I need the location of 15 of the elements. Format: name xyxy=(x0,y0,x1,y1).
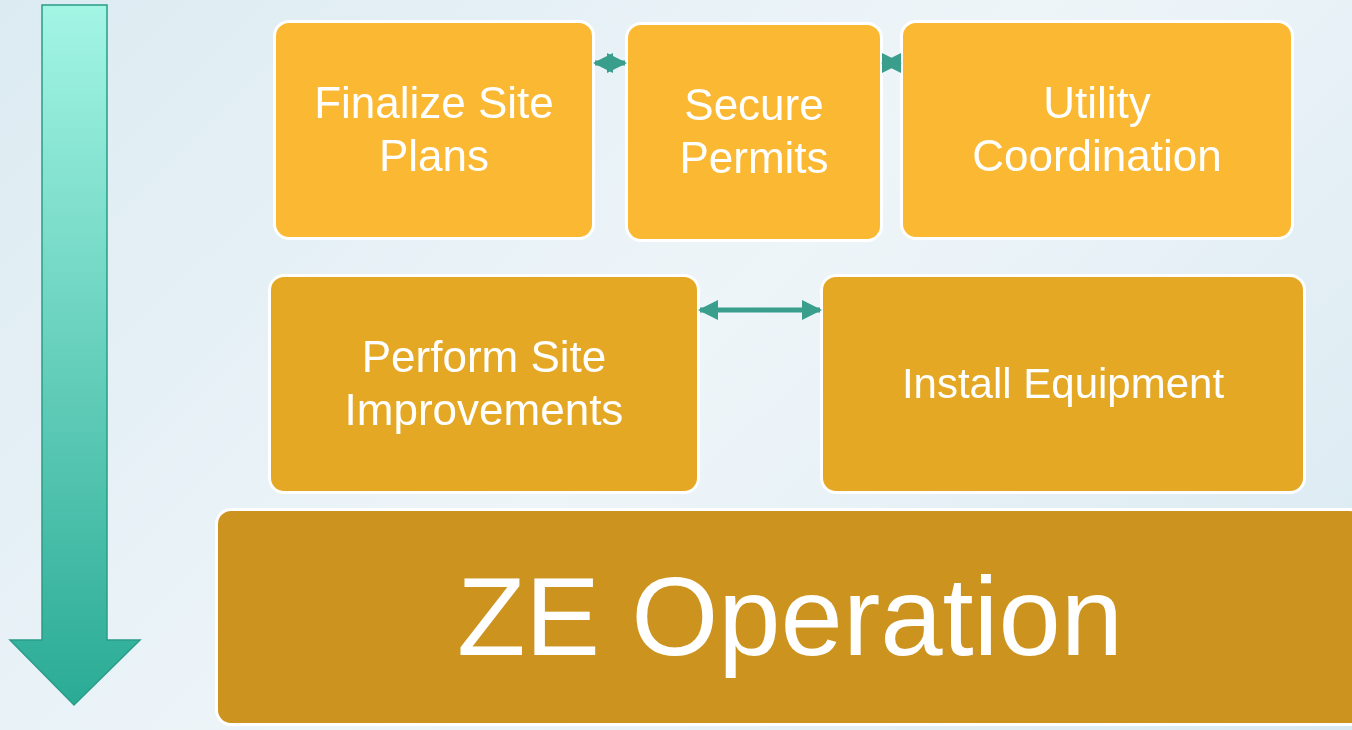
arrow xyxy=(593,53,627,73)
process-box xyxy=(900,20,1294,240)
box-label: Utility Coordination xyxy=(971,77,1223,182)
box-label: Finalize Site Plans xyxy=(313,77,555,182)
process-box xyxy=(215,508,1352,726)
box-label: Secure Permits xyxy=(678,79,830,184)
process-box xyxy=(268,274,700,494)
process-box xyxy=(273,20,595,240)
arrow xyxy=(698,300,822,320)
box-label: Perform Site Improvements xyxy=(343,331,625,436)
arrow xyxy=(881,53,902,73)
process-box xyxy=(625,22,883,242)
box-label: ZE Operation xyxy=(455,552,1125,681)
box-label: Install Equipment xyxy=(900,358,1226,409)
process-box xyxy=(820,274,1306,494)
